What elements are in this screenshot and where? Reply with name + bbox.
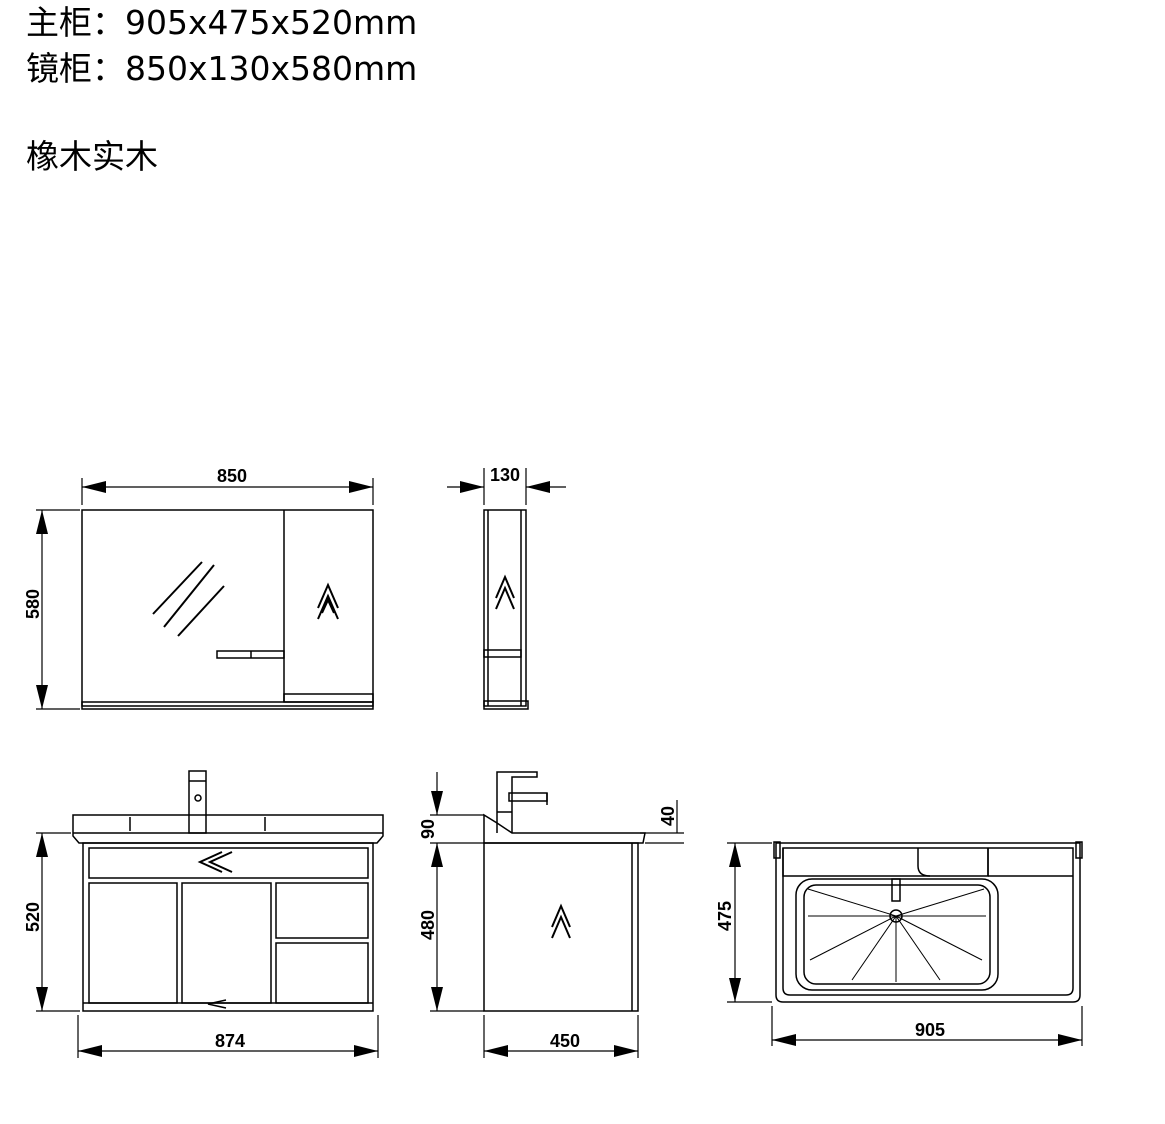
material-spec: 橡木实木 — [26, 137, 158, 176]
main-cabinet-front-view — [72, 770, 384, 1012]
main-cabinet-label: 主柜： — [26, 3, 125, 42]
mirror-cabinet-front-view — [81, 509, 374, 710]
chevron-left-footer-icon — [207, 999, 227, 1009]
mirror-cabinet-side-view — [483, 509, 529, 710]
dim-side-top-thickness — [640, 800, 684, 844]
chevron-up-cabinet-side-icon — [551, 903, 571, 939]
main-cabinet-side-view — [483, 771, 646, 1012]
faucet-top — [891, 878, 901, 902]
dim-mirror-height — [36, 509, 80, 710]
mirror-side-outline — [483, 509, 527, 707]
main-cabinet-size: 905x475x520mm — [125, 3, 418, 42]
dim-basin-width — [771, 1006, 1083, 1046]
sink-bowl-outer — [795, 878, 999, 991]
right-top-drawer — [275, 882, 369, 939]
side-body-height-label: 480 — [418, 910, 438, 940]
dim-mirror-depth — [447, 468, 566, 505]
mirror-side-shelf-profile — [483, 649, 522, 658]
mirror-cabinet-outline — [81, 509, 374, 707]
mirror-glass-icon — [152, 561, 225, 637]
chevron-left-handle-icon — [197, 851, 233, 873]
left-door — [88, 882, 178, 1004]
chevron-up-handle-icon — [317, 582, 339, 620]
dim-mirror-width — [81, 478, 374, 505]
mirror-cabinet-label: 镜柜： — [26, 49, 125, 88]
cabinet-width-label: 874 — [215, 1031, 245, 1051]
basin-width-label: 905 — [915, 1020, 945, 1040]
basin-outline — [775, 842, 1081, 1003]
side-top-height-label: 90 — [418, 819, 438, 839]
side-depth-label: 450 — [550, 1031, 580, 1051]
dim-side-depth — [483, 1015, 639, 1058]
dim-cabinet-height — [36, 832, 80, 1012]
side-top-thickness-label: 40 — [658, 806, 678, 826]
main-cabinet-spec: 主柜：905x475x520mm — [26, 6, 417, 39]
mirror-depth-label: 130 — [490, 465, 520, 485]
countertop-side — [483, 813, 646, 844]
cabinet-body-front — [82, 842, 374, 1012]
dim-side-top-height — [430, 772, 484, 1012]
sink-bowl-inner — [803, 884, 991, 985]
mirror-cabinet-size: 850x130x580mm — [125, 49, 418, 88]
dim-cabinet-width — [77, 1015, 379, 1058]
mirror-cabinet-spec: 镜柜：850x130x580mm — [26, 52, 417, 85]
cabinet-height-label: 520 — [23, 902, 43, 932]
mirror-side-shelf — [283, 693, 374, 703]
faucet-front — [188, 770, 207, 834]
chevron-up-side-icon — [495, 574, 515, 610]
faucet-side — [496, 771, 548, 833]
mirror-cabinet-base — [81, 701, 374, 710]
cabinet-body-side — [483, 842, 639, 1012]
top-drawer — [88, 847, 369, 879]
countertop-front — [72, 814, 384, 844]
basin-top-view — [773, 841, 1083, 1003]
basin-depth-label: 475 — [715, 901, 735, 931]
dim-basin-depth — [727, 842, 772, 1003]
mirror-height-label: 580 — [23, 589, 43, 619]
mirror-width-label: 850 — [217, 466, 247, 486]
right-bottom-drawer — [275, 942, 369, 1004]
middle-door — [181, 882, 272, 1004]
drain-radial-lines — [807, 888, 986, 982]
